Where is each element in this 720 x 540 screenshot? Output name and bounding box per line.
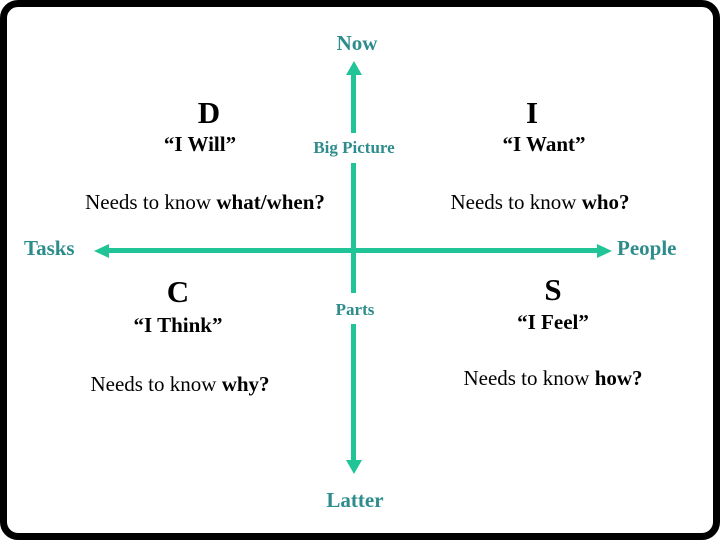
quadrant-s-needs: Needs to know how? bbox=[463, 366, 643, 390]
quadrant-i-needs-keyword: who? bbox=[581, 190, 630, 214]
quadrant-s-needs-prefix: Needs to know bbox=[463, 366, 595, 390]
quadrant-s-letter: S bbox=[544, 272, 562, 307]
quadrant-d-needs-keyword: what/when? bbox=[216, 190, 325, 214]
quadrant-c-needs-keyword: why? bbox=[221, 372, 270, 396]
quadrant-s-needs-keyword: how? bbox=[594, 366, 643, 390]
quadrant-i-letter: I bbox=[525, 95, 539, 130]
quadrant-c-letter: C bbox=[166, 274, 190, 309]
axis-label-latter: Latter bbox=[326, 488, 384, 512]
quadrant-i-needs: Needs to know who? bbox=[450, 190, 630, 214]
axis-label-now: Now bbox=[336, 31, 378, 55]
quadrant-d-motto: “I Will” bbox=[163, 132, 237, 156]
quadrant-c-motto: “I Think” bbox=[133, 313, 223, 337]
axis-label-parts: Parts bbox=[335, 300, 375, 319]
quadrant-c-needs-prefix: Needs to know bbox=[90, 372, 222, 396]
quadrant-c-needs: Needs to know why? bbox=[90, 372, 270, 396]
axis-label-tasks: Tasks bbox=[24, 236, 75, 260]
right-arrowhead-icon bbox=[597, 244, 612, 258]
up-arrowhead-icon bbox=[346, 61, 362, 75]
vertical-axis-middle-segment bbox=[351, 163, 356, 293]
quadrant-i-needs-prefix: Needs to know bbox=[450, 190, 582, 214]
axis-label-people: People bbox=[617, 236, 677, 260]
down-arrowhead-icon bbox=[346, 460, 362, 474]
quadrant-d-needs: Needs to know what/when? bbox=[85, 190, 325, 214]
quadrant-i-motto: “I Want” bbox=[502, 132, 586, 156]
vertical-axis-lower-segment bbox=[351, 324, 356, 460]
axis-label-big-picture: Big Picture bbox=[313, 138, 395, 157]
vertical-axis-upper-segment bbox=[351, 74, 356, 133]
horizontal-axis-line bbox=[108, 248, 598, 253]
left-arrowhead-icon bbox=[94, 244, 109, 258]
quadrant-d-letter: D bbox=[197, 95, 221, 130]
quadrant-s-motto: “I Feel” bbox=[517, 310, 589, 334]
quadrant-d-needs-prefix: Needs to know bbox=[85, 190, 217, 214]
